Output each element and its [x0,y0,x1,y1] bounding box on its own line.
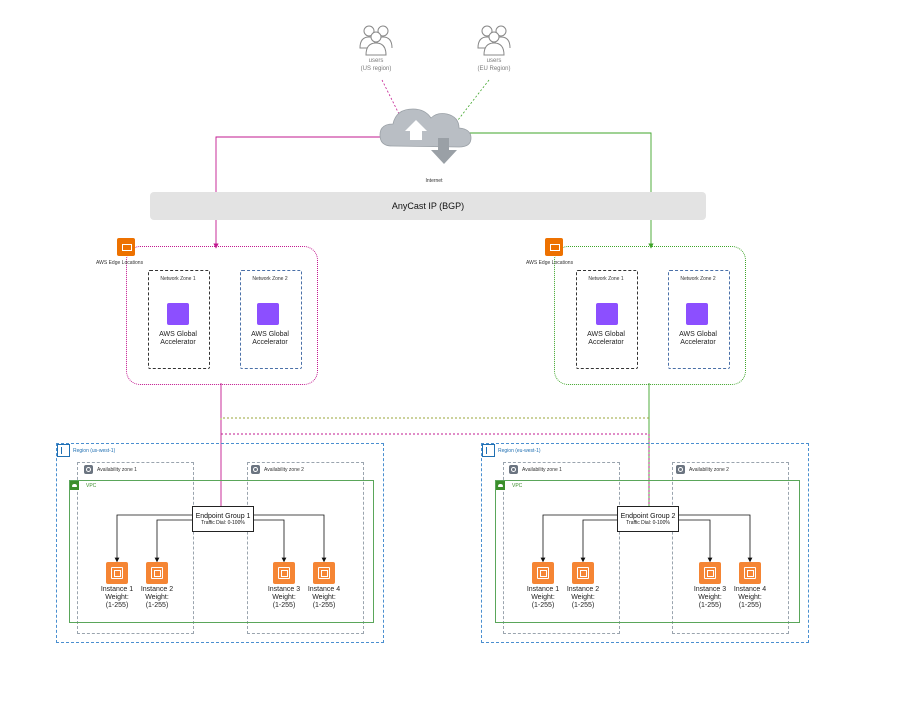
ec2-instance-icon [273,562,295,584]
users-us-icon [359,25,393,56]
network-zone-title: Network Zone 1 [588,276,624,282]
global-accelerator-label: AWS Global Accelerator [679,331,717,346]
availability-zone-2 [247,462,364,634]
availability-zone-label: Availability zone 2 [689,467,729,473]
network-zone-1 [576,270,638,369]
edge-location-icon [545,238,563,256]
network-zone-title: Network Zone 2 [252,276,288,282]
anycast-ip-bar: AnyCast IP (BGP) [150,192,706,220]
internet-cloud-icon [379,108,472,164]
ec2-instance-icon [739,562,761,584]
global-accelerator-label: AWS Global Accelerator [159,331,197,346]
anycast-label: AnyCast IP (BGP) [391,201,465,211]
availability-zone-icon [676,465,685,474]
ec2-instance-icon [106,562,128,584]
instance-label: Instance 3 Weight: (1-255) [693,586,727,609]
vpc-icon [496,481,505,490]
availability-zone-icon [84,465,93,474]
availability-zone-label: Availability zone 1 [97,467,137,473]
availability-zone-label: Availability zone 1 [522,467,562,473]
edge-location-icon [117,238,135,256]
edge-location-label: AWS Edge Locations [96,260,144,266]
availability-zone-icon [509,465,518,474]
availability-zone-label: Availability zone 2 [264,467,304,473]
vpc-label: VPC [86,483,97,489]
ec2-instance-icon [699,562,721,584]
instance-label: Instance 2 Weight: (1-255) [140,586,174,609]
network-zone-2 [240,270,302,369]
endpoint-group-title: Endpoint Group 2 [620,512,676,520]
instance-label: Instance 1 Weight: (1-255) [526,586,560,609]
instance-label: Instance 4 Weight: (1-255) [733,586,767,609]
region-label: Region (us-west-1) [73,448,116,454]
global-accelerator-icon [596,303,618,325]
instance-label: Instance 1 Weight: (1-255) [100,586,134,609]
network-zone-title: Network Zone 1 [160,276,196,282]
ec2-instance-icon [532,562,554,584]
endpoint-group-title: Endpoint Group 1 [195,512,251,520]
availability-zone-1 [503,462,620,634]
availability-zone-2 [672,462,789,634]
users-us-sublabel: (US region) [360,66,392,72]
edge-location-us [126,246,318,385]
global-accelerator-label: AWS Global Accelerator [251,331,289,346]
ec2-instance-icon [146,562,168,584]
eu-edge-path [470,132,654,249]
region-us-west-1 [56,443,384,643]
availability-zone-icon [251,465,260,474]
instance-label: Instance 2 Weight: (1-255) [566,586,600,609]
region-flag-icon [57,444,70,457]
region-label: Region (eu-west-1) [498,448,541,454]
edge-location-label: AWS Edge Locations [526,260,574,266]
internet-label: Internet [425,178,443,184]
endpoint-group-2: Endpoint Group 2 Traffic Dial: 0-100% [617,506,679,532]
endpoint-group-dial: Traffic Dial: 0-100% [626,519,670,526]
vpc-container [69,480,374,623]
edge-location-eu [554,246,746,385]
instance-label: Instance 3 Weight: (1-255) [267,586,301,609]
network-zone-title: Network Zone 2 [680,276,716,282]
region-flag-icon [482,444,495,457]
region-eu-west-1 [481,443,809,643]
users-us-label: users [368,58,384,64]
endpoint-group-dial: Traffic Dial: 0-100% [201,519,245,526]
vpc-label: VPC [512,483,523,489]
network-zone-1 [148,270,210,369]
users-eu-sublabel: (EU Region) [477,66,511,72]
global-accelerator-icon [167,303,189,325]
users-eu-icon [477,25,511,56]
global-accelerator-icon [686,303,708,325]
vpc-icon [70,481,79,490]
endpoint-group-1: Endpoint Group 1 Traffic Dial: 0-100% [192,506,254,532]
vpc-container [495,480,800,623]
ec2-instance-icon [313,562,335,584]
cross-pink-link [221,433,650,506]
global-accelerator-icon [257,303,279,325]
network-zone-2 [668,270,730,369]
users-eu-label: users [486,58,502,64]
eu-users-link [457,79,490,121]
availability-zone-1 [77,462,194,634]
ec2-instance-icon [572,562,594,584]
cross-green-link [220,417,649,420]
global-accelerator-label: AWS Global Accelerator [587,331,625,346]
instance-label: Instance 4 Weight: (1-255) [307,586,341,609]
